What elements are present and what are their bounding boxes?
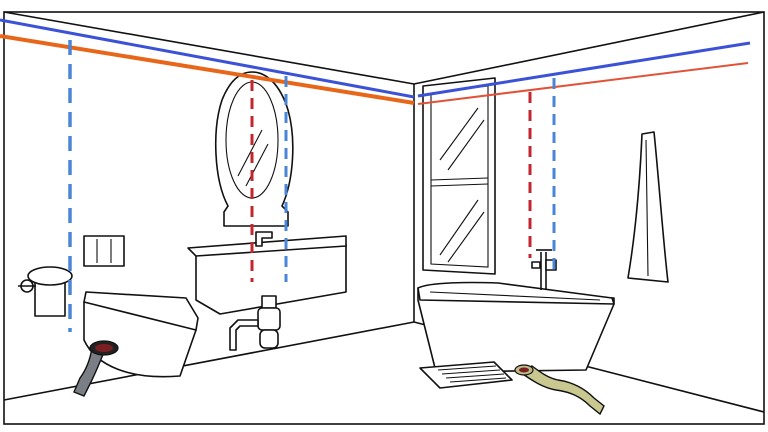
hot-water-pipe-right xyxy=(417,62,749,105)
hot-water-pipe-left xyxy=(0,34,415,105)
vanity-sink-icon xyxy=(187,235,347,315)
bathtub-drain-pipe-icon xyxy=(514,364,605,416)
cold-water-pipe-left xyxy=(0,18,415,99)
bottle-trap-icon xyxy=(229,295,281,351)
bath-mixer-icon xyxy=(531,249,557,290)
oval-mirror-icon xyxy=(215,71,294,227)
flush-plate-icon xyxy=(83,235,125,267)
toilet-drain-pipe-icon xyxy=(73,340,119,397)
cold-water-pipe-right xyxy=(417,41,751,98)
window-icon xyxy=(422,77,496,275)
bathtub-icon xyxy=(417,281,615,373)
towel-icon xyxy=(627,131,669,283)
basin-faucet-icon xyxy=(255,231,273,247)
toilet-paper-holder-icon xyxy=(18,266,73,317)
wall-hung-toilet-icon xyxy=(83,291,199,378)
bath-mat-icon xyxy=(419,361,513,389)
water-pipes xyxy=(0,18,751,332)
